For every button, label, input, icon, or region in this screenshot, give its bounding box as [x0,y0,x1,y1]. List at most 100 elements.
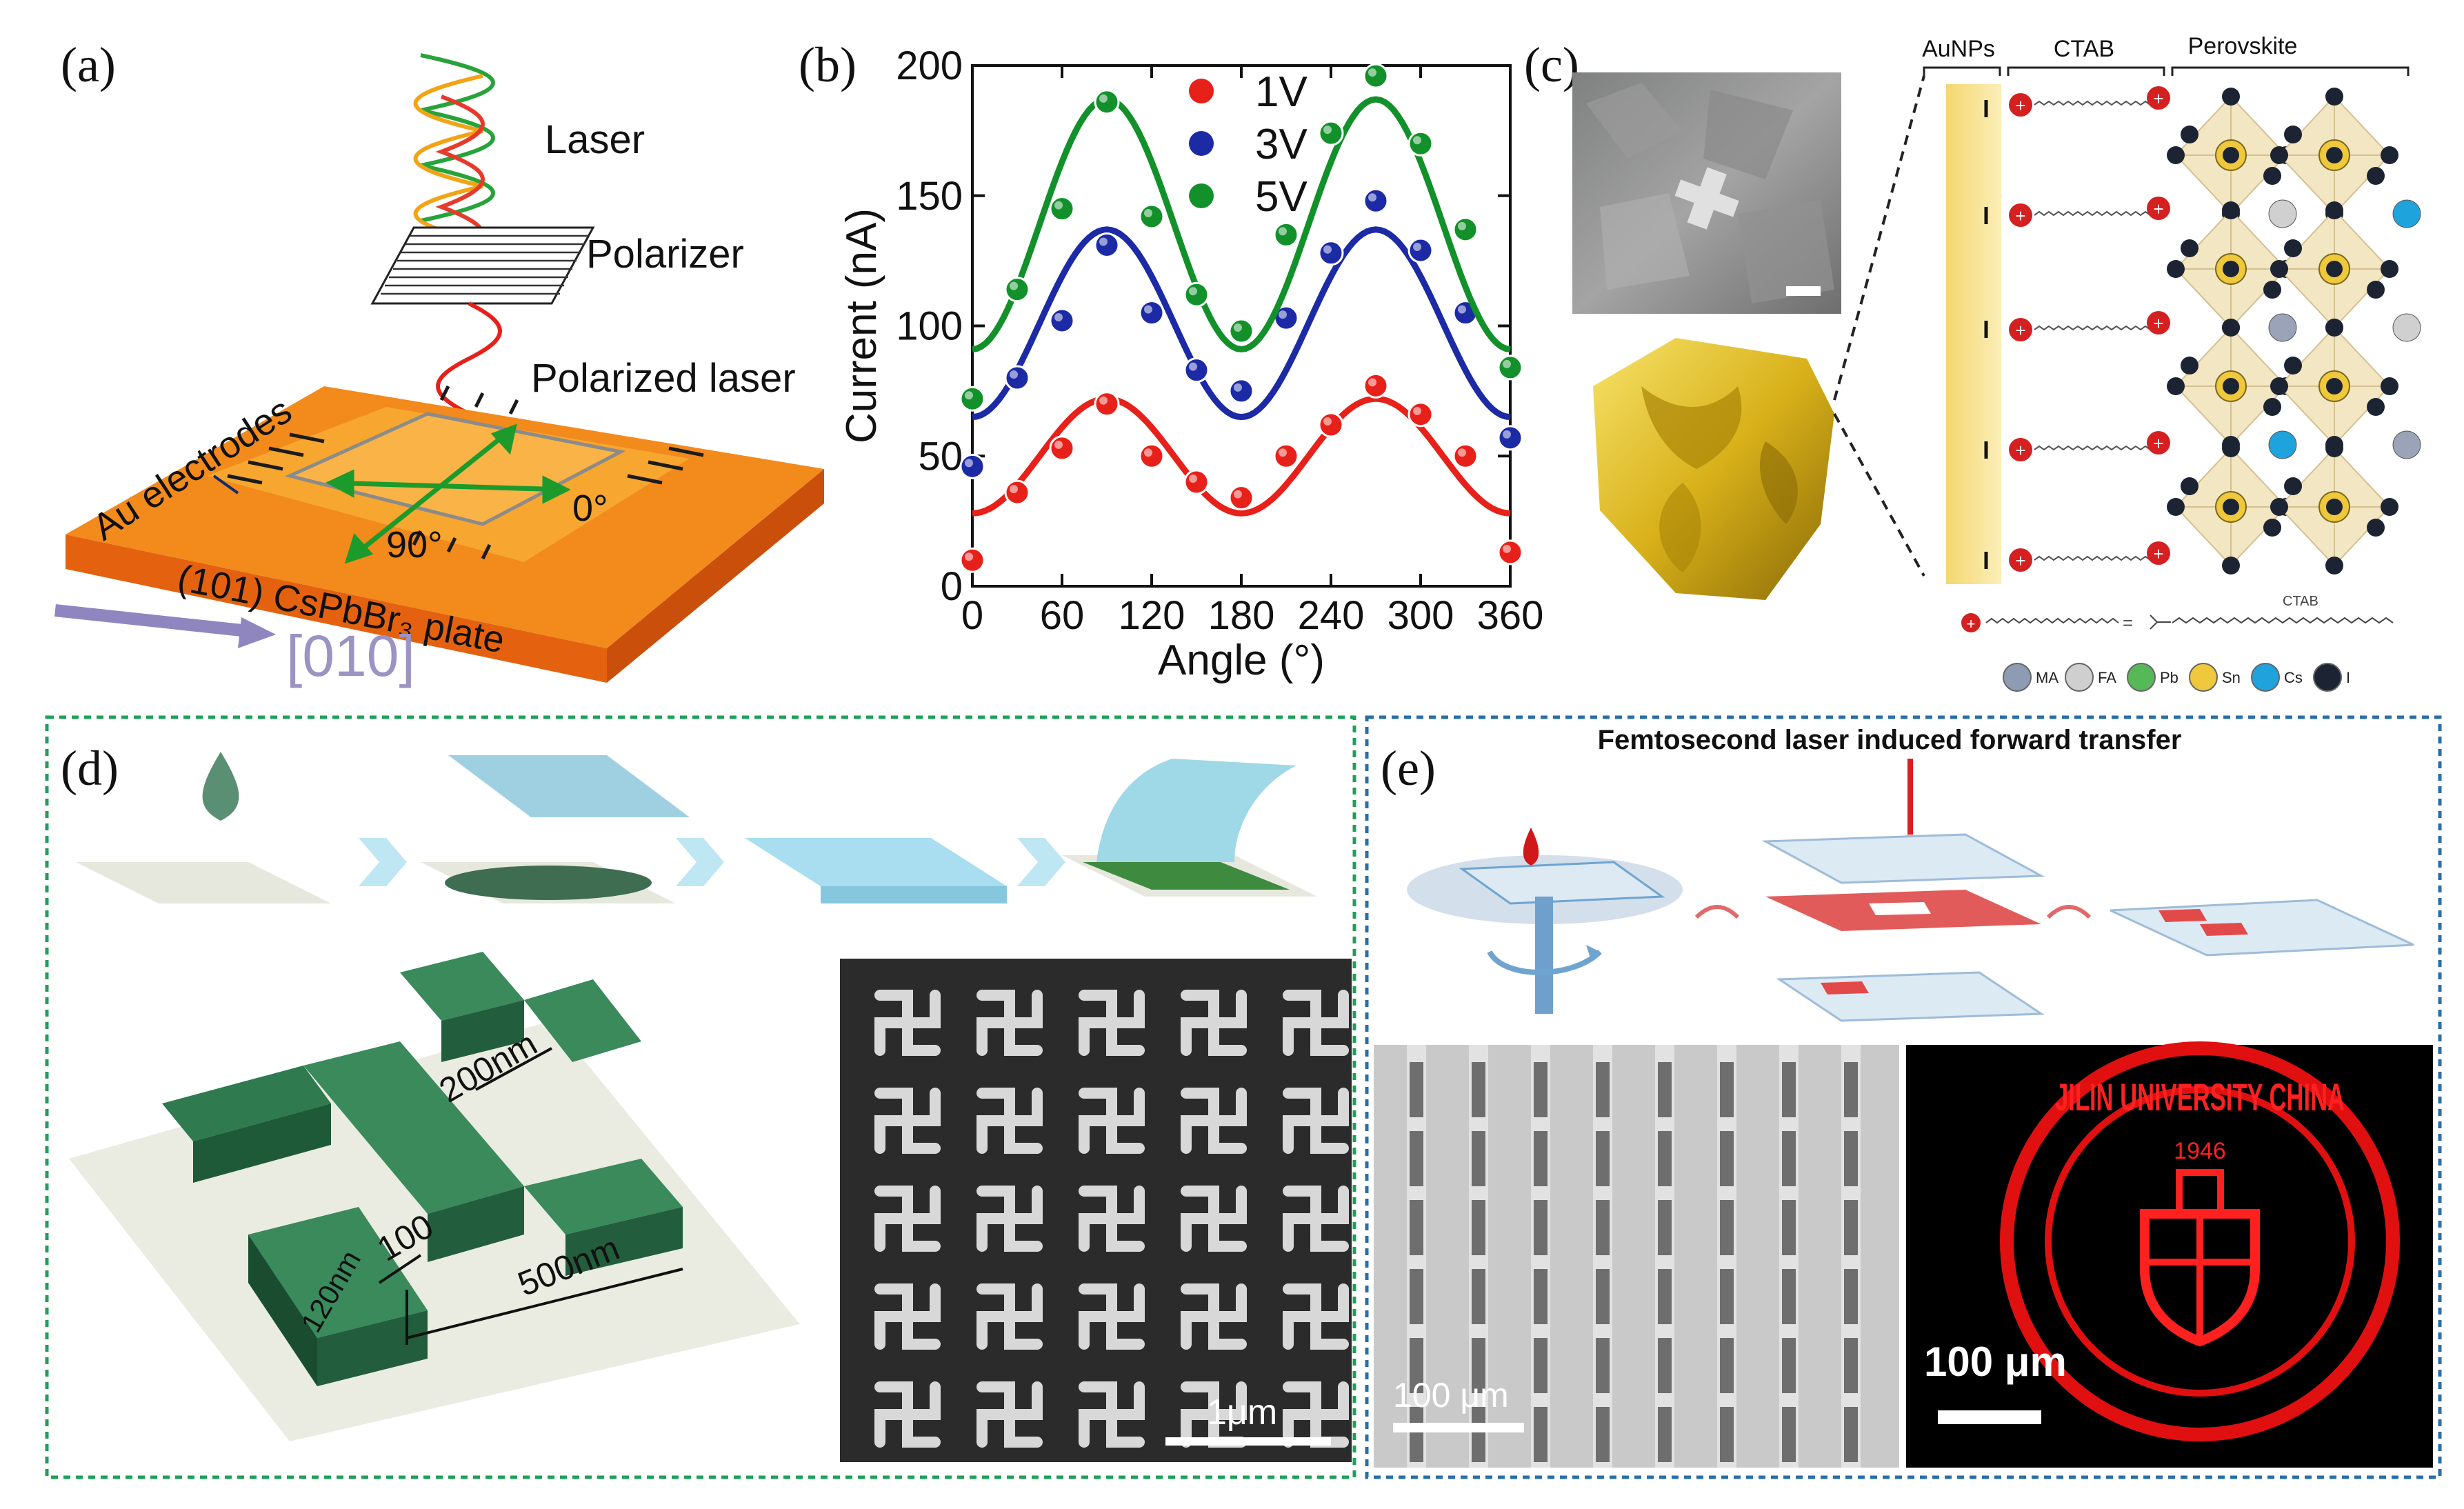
au-electrodes-pointer [212,474,239,494]
legend-label-5V: 5V [1255,173,1308,221]
x-tick-label: 60 [1040,593,1085,638]
data-point-5V [1094,89,1120,115]
metal-core [2223,147,2239,163]
sem-stripes-e [1374,1045,1899,1468]
sem-gammadion [1181,1283,1247,1350]
data-point-3V [1497,425,1523,451]
laser-label: Laser [545,117,645,162]
direction-label: [010] [286,623,415,688]
data-point-5V [1318,120,1344,146]
halide-atom [2222,439,2240,457]
sem-array-d [840,959,1352,1462]
stripe-slot [1410,1062,1423,1117]
panel-c: (c) AuNPs CTAB Perovskite [1524,33,2421,692]
x-tick-label: 120 [1119,593,1185,638]
data-point-highlight [1413,406,1421,415]
data-point-highlight [1054,312,1063,321]
arrow-e-1 [1694,905,1740,919]
legend-swatch-MA [2003,663,2032,692]
sem-gammadion [874,1088,941,1154]
legend-marker-1V [1189,79,1214,103]
halide-atom [2325,319,2343,337]
legend-label-1V: 1V [1255,68,1308,116]
data-point-3V [1049,308,1075,334]
data-point-highlight [965,391,973,400]
dimension-arrows-d [378,1047,683,1345]
stripe-slot [1472,1200,1485,1255]
laser-wave-green [420,53,495,223]
data-point-highlight [1458,448,1466,457]
data-point-highlight [1144,305,1152,314]
perovskite-lattice [2167,88,2421,574]
stripe-slot [1472,1338,1485,1393]
scale-label-e-left: 100 μm [1393,1376,1509,1415]
data-point-5V [1004,277,1030,303]
sem-gammadion [976,1186,1043,1252]
sem-gammadion [1079,1381,1145,1448]
ctab-plus: + [2153,88,2163,109]
y-tick-label: 150 [896,174,963,219]
stripe-slot [1844,1269,1858,1324]
legend-swatch-I [2313,663,2342,692]
stripe-slot [1534,1269,1547,1324]
data-point-5V [1497,354,1523,381]
sem-gammadion [1283,1186,1349,1252]
data-point-highlight [1010,281,1018,290]
ctab-tail [2034,445,2151,451]
stripe-slot [1658,1062,1672,1117]
data-point-highlight [1323,417,1332,426]
stripe-slot [1720,1062,1734,1117]
sem-gammadion [1283,1088,1349,1154]
data-point-5V [1049,196,1075,222]
university-seal: 1946 JILIN UNIVERSITY CHINA [2000,1041,2400,1441]
ctab-headgroup-left [2009,318,2032,341]
ctab-plus: + [2015,550,2025,571]
data-point-highlight [1010,370,1018,379]
sem-gammadion [1181,1186,1247,1252]
panel-a-label: (a) [61,37,116,92]
data-point-5V [1228,318,1254,344]
legend-swatch-FA [2065,663,2094,692]
stripe-slot [1534,1062,1547,1117]
halide-atom [2181,239,2198,257]
bracket-ctab [2007,66,2165,76]
fit-curve-1V [972,395,1511,517]
panel-c-label: (c) [1524,37,1579,92]
data-point-1V [1497,539,1523,566]
ctab-plus: + [2015,95,2025,116]
data-point-3V [1183,357,1210,383]
sem-gammadion [976,1088,1043,1154]
ctab-headgroup-left [2009,548,2032,572]
data-point-highlight [1189,362,1197,371]
ctab-plus: + [2153,199,2163,219]
data-point-1V [1452,443,1479,469]
metal-core [2326,499,2343,515]
stripe-slot [1782,1062,1796,1117]
stripe-slot [1658,1338,1672,1393]
stripe-slot [1844,1407,1858,1462]
data-point-highlight [1054,440,1063,449]
panel-b-label: (b) [799,37,857,92]
ctab-equals: = [2123,612,2133,633]
halide-atom [2222,201,2240,219]
data-point-highlight [1099,396,1108,405]
data-point-5V [1363,63,1389,89]
panel-e-title: Femtosecond laser induced forward transf… [1598,725,2182,755]
halide-atom [2222,319,2240,337]
header-ctab: CTAB [2054,36,2114,62]
halide-atom [2325,201,2343,219]
seal-shield [2140,1209,2260,1347]
stripe-slot [1596,1338,1610,1393]
bracket-perovskite [2171,66,2410,76]
metal-core [2326,261,2343,277]
halide-atom [2222,557,2240,574]
stripe-slot [1596,1200,1610,1255]
ctab-chains: ++++++++++ [2009,86,2170,572]
halide-atom [2284,126,2302,143]
stripe-slot [1410,1131,1423,1186]
data-point-highlight [1279,227,1287,236]
a-site-cation [2268,199,2297,228]
x-tick-label: 180 [1208,593,1275,638]
